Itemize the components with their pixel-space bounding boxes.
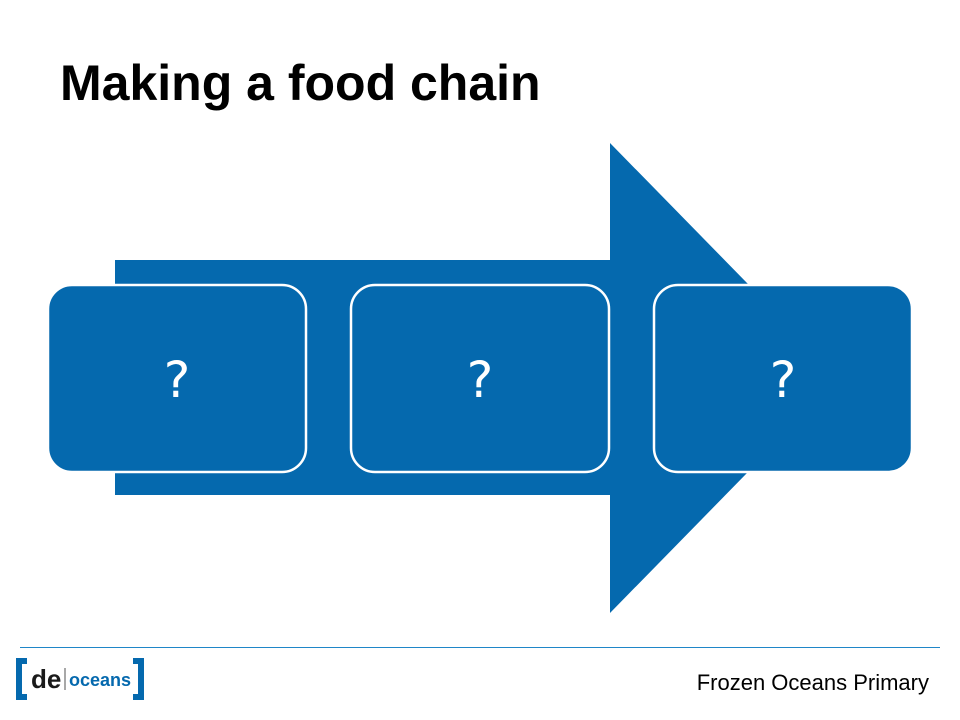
chain-box-2-label: ?: [467, 351, 494, 409]
de-oceans-logo: de oceans: [16, 658, 144, 700]
footer-divider: [20, 647, 940, 648]
logo-left-bracket: [16, 658, 27, 700]
footer-text: Frozen Oceans Primary: [696, 670, 929, 695]
logo-right-bracket: [133, 658, 144, 700]
chain-box-3-label: ?: [770, 351, 797, 409]
chain-box-2: ?: [349, 283, 611, 474]
chain-box-1-label: ?: [164, 351, 191, 409]
logo-de-text: de: [31, 664, 61, 694]
chain-box-1: ?: [46, 283, 308, 474]
slide-title: Making a food chain: [60, 55, 541, 111]
chain-box-3: ?: [652, 283, 914, 474]
logo-oceans-text: oceans: [69, 670, 131, 690]
